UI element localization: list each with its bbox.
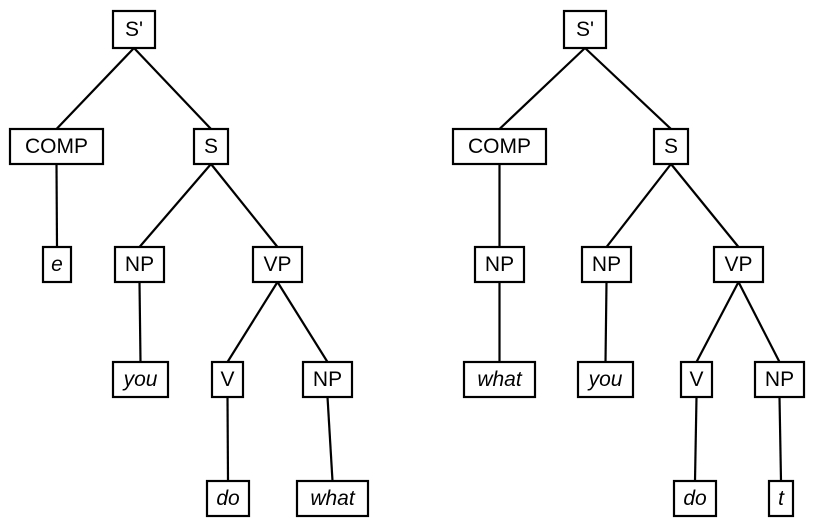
tree-edge <box>210 163 279 248</box>
node-box <box>672 479 718 518</box>
node-box <box>753 360 806 399</box>
tree-node-t: t <box>767 479 795 518</box>
tree-edge <box>693 396 698 482</box>
node-label: e <box>51 253 63 276</box>
tree-node-np: NP <box>580 245 633 284</box>
tree-edge <box>778 396 783 482</box>
tree-edge <box>584 47 672 130</box>
node-label: NP <box>592 253 621 276</box>
tree-node-np: NP <box>301 360 354 399</box>
node-box <box>580 245 633 284</box>
node-label: COMP <box>468 135 531 158</box>
node-box <box>210 360 245 399</box>
tree-node-vp: VP <box>251 245 304 284</box>
node-label: NP <box>765 368 794 391</box>
tree-edge <box>138 281 142 363</box>
tree-node-s: S <box>652 127 690 166</box>
node-box <box>113 245 166 284</box>
node-box <box>41 245 73 284</box>
node-label: S <box>204 135 218 158</box>
node-box <box>576 360 635 399</box>
node-label: do <box>216 487 240 510</box>
tree-node-what: what <box>295 479 370 518</box>
tree-edge <box>605 163 672 248</box>
node-box <box>192 127 230 166</box>
tree-node-s: S' <box>562 9 608 50</box>
tree-node-s: S <box>192 127 230 166</box>
node-label: NP <box>125 253 154 276</box>
node-box <box>767 479 795 518</box>
tree-edge <box>138 163 212 248</box>
node-label: V <box>689 368 703 391</box>
tree-edges-layer <box>55 47 783 482</box>
surface-structure-tree-edges <box>498 47 783 482</box>
node-label: VP <box>263 253 291 276</box>
node-box <box>8 127 105 166</box>
tree-edge <box>55 163 59 248</box>
tree-edge <box>55 47 135 130</box>
node-box <box>712 245 765 284</box>
tree-edge <box>226 396 230 482</box>
node-label: do <box>683 487 707 510</box>
node-label: S' <box>125 18 143 41</box>
node-box <box>652 127 690 166</box>
node-box <box>462 360 537 399</box>
node-label: COMP <box>25 135 88 158</box>
tree-node-comp: COMP <box>451 127 548 166</box>
tree-edge <box>670 163 740 248</box>
node-label: V <box>220 368 234 391</box>
node-label: S <box>664 135 678 158</box>
tree-node-vp: VP <box>712 245 765 284</box>
node-box <box>111 9 157 50</box>
tree-edge <box>737 281 781 363</box>
tree-node-np: NP <box>473 245 526 284</box>
tree-node-e: e <box>41 245 73 284</box>
node-label: S' <box>576 18 594 41</box>
node-box <box>295 479 370 518</box>
node-box <box>251 245 304 284</box>
node-label: you <box>587 368 623 391</box>
node-box <box>679 360 714 399</box>
node-label: you <box>122 368 158 391</box>
node-label: what <box>477 368 523 391</box>
tree-node-v: V <box>210 360 245 399</box>
tree-node-v: V <box>679 360 714 399</box>
tree-edge <box>133 47 212 130</box>
tree-node-do: do <box>205 479 251 518</box>
node-box <box>451 127 548 166</box>
tree-edge <box>326 396 334 482</box>
tree-edge <box>276 281 329 363</box>
node-box <box>562 9 608 50</box>
tree-edge <box>604 281 608 363</box>
surface-structure-tree-nodes: S' COMP S NP NP VP what you V NP do t <box>451 9 806 518</box>
deep-structure-tree-edges <box>55 47 334 482</box>
tree-node-you: you <box>576 360 635 399</box>
node-box <box>473 245 526 284</box>
tree-node-comp: COMP <box>8 127 105 166</box>
tree-edge <box>498 47 586 130</box>
tree-node-s: S' <box>111 9 157 50</box>
tree-node-what: what <box>462 360 537 399</box>
tree-node-do: do <box>672 479 718 518</box>
node-box <box>205 479 251 518</box>
node-box <box>301 360 354 399</box>
tree-node-you: you <box>111 360 170 399</box>
node-label: VP <box>724 253 752 276</box>
node-label: t <box>778 487 785 510</box>
tree-edge <box>226 281 279 363</box>
tree-node-np: NP <box>753 360 806 399</box>
node-label: NP <box>485 253 514 276</box>
node-label: what <box>310 487 356 510</box>
node-label: NP <box>313 368 342 391</box>
tree-node-np: NP <box>113 245 166 284</box>
node-box <box>111 360 170 399</box>
tree-edge <box>695 281 740 363</box>
